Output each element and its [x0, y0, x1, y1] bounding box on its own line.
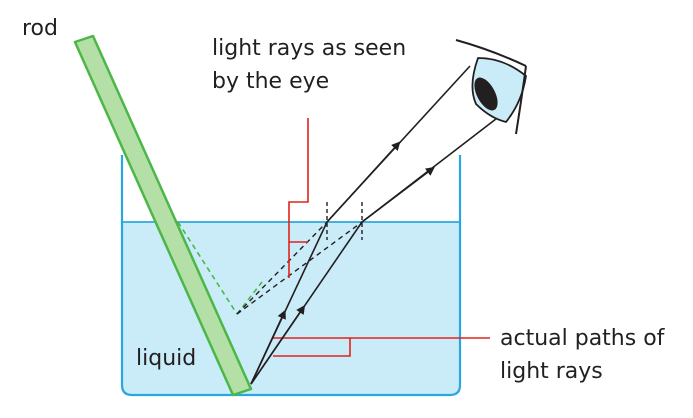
apparent-rays-green [177, 221, 263, 315]
ray-arrow-2 [250, 305, 306, 385]
ray-arrow-4 [361, 166, 435, 223]
callout-eye-rays [288, 118, 309, 278]
apparent-rays-black [236, 221, 363, 315]
eye-icon [455, 39, 527, 135]
liquid-body [122, 222, 460, 395]
normal-lines [326, 202, 363, 240]
eye-rays-label-line2: by the eye [212, 69, 329, 94]
actual-paths-label-line1: actual paths of [500, 326, 666, 351]
liquid-label: liquid [136, 346, 196, 371]
rod [73, 34, 253, 397]
eye-rays-label-line1: light rays as seen [212, 36, 406, 61]
callout-actual-paths [273, 337, 490, 357]
ray-arrow-1 [250, 309, 286, 385]
rod-label: rod [22, 16, 58, 41]
ray-arrow-3 [326, 141, 401, 223]
beaker [120, 155, 462, 397]
actual-paths-label-line2: light rays [500, 359, 603, 384]
